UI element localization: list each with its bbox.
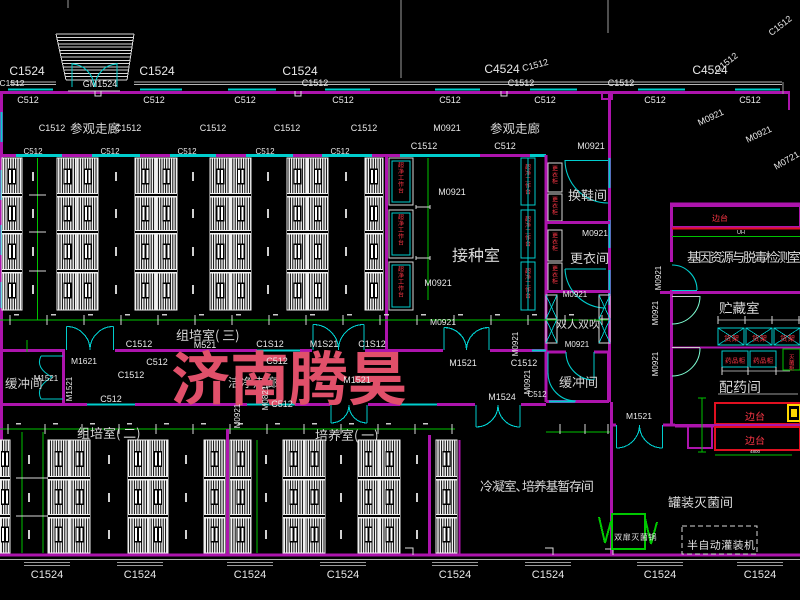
svg-text:C1512: C1512: [508, 78, 535, 88]
svg-text:M1521: M1521: [34, 374, 59, 383]
svg-text:C512: C512: [234, 95, 256, 105]
svg-text:M1521: M1521: [65, 376, 74, 401]
svg-text:M0921: M0921: [430, 317, 456, 327]
svg-text:C1524: C1524: [234, 569, 266, 581]
svg-text:C1512: C1512: [115, 123, 142, 133]
svg-text:C1512: C1512: [511, 358, 538, 368]
svg-text:M0921: M0921: [424, 278, 452, 288]
svg-text:M0921: M0921: [651, 351, 660, 376]
svg-text:C1512: C1512: [118, 370, 145, 380]
svg-text:C1512: C1512: [608, 78, 635, 88]
svg-text:C1512: C1512: [200, 123, 227, 133]
svg-text:C1524: C1524: [9, 64, 45, 78]
svg-text:M521: M521: [194, 340, 217, 350]
svg-text:C1S12: C1S12: [358, 339, 386, 349]
svg-text:M0921: M0921: [438, 187, 466, 197]
svg-text:C512: C512: [527, 390, 547, 399]
svg-text:M1524: M1524: [488, 392, 516, 402]
svg-text:C512: C512: [439, 95, 461, 105]
svg-text:UH: UH: [737, 230, 745, 236]
svg-text:C512: C512: [255, 147, 275, 156]
svg-text:M0921: M0921: [233, 403, 242, 428]
svg-text:M1521: M1521: [449, 358, 477, 368]
svg-text:C1524: C1524: [124, 569, 156, 581]
svg-text:C1524: C1524: [139, 64, 175, 78]
svg-text:C1524: C1524: [439, 569, 471, 581]
svg-text:C1524: C1524: [744, 569, 776, 581]
svg-text:C512: C512: [739, 95, 761, 105]
svg-text:C1524: C1524: [282, 64, 318, 78]
svg-text:C1524: C1524: [532, 569, 564, 581]
svg-text:C1512: C1512: [411, 141, 438, 151]
svg-text:C1512: C1512: [39, 123, 66, 133]
svg-text:C1512: C1512: [0, 78, 25, 88]
svg-text:4800: 4800: [750, 449, 761, 454]
svg-text:C1512: C1512: [302, 78, 329, 88]
svg-text:M1621: M1621: [71, 356, 97, 366]
svg-text:C1S12: C1S12: [256, 339, 284, 349]
svg-text:M1S21: M1S21: [310, 339, 339, 349]
svg-text:M0921: M0921: [577, 141, 605, 151]
svg-text:C4524: C4524: [692, 63, 728, 77]
svg-text:C1512: C1512: [126, 339, 153, 349]
svg-text:C512: C512: [644, 95, 666, 105]
svg-text:C1524: C1524: [31, 569, 63, 581]
svg-text:C1524: C1524: [327, 569, 359, 581]
svg-text:C512: C512: [146, 357, 168, 367]
svg-text:C1512: C1512: [274, 123, 301, 133]
svg-text:C512: C512: [177, 147, 197, 156]
svg-text:M0921: M0921: [433, 123, 461, 133]
svg-text:C512: C512: [23, 147, 43, 156]
svg-text:C512: C512: [100, 147, 120, 156]
svg-text:M1521: M1521: [626, 411, 652, 421]
svg-text:C512: C512: [143, 95, 165, 105]
svg-text:C512: C512: [271, 399, 293, 409]
svg-text:GM1524: GM1524: [83, 79, 118, 89]
svg-text:M0921: M0921: [511, 331, 520, 356]
svg-text:M0921: M0921: [654, 265, 663, 290]
svg-text:C512: C512: [266, 356, 288, 366]
svg-text:C512: C512: [17, 95, 39, 105]
svg-text:M0921: M0921: [523, 369, 532, 394]
svg-text:M1521: M1521: [343, 375, 371, 385]
svg-text:M0921: M0921: [582, 228, 608, 238]
svg-text:M0821: M0821: [261, 385, 270, 410]
svg-text:C512: C512: [330, 147, 350, 156]
svg-text:M0921: M0921: [565, 340, 590, 349]
svg-text:M0921: M0921: [563, 290, 588, 299]
svg-text:C512: C512: [332, 95, 354, 105]
svg-text:M0921: M0921: [651, 300, 660, 325]
svg-text:C1524: C1524: [644, 569, 676, 581]
svg-text:C4524: C4524: [484, 62, 520, 76]
svg-text:C512: C512: [494, 141, 516, 151]
svg-text:C512: C512: [100, 394, 122, 404]
svg-text:C1512: C1512: [351, 123, 378, 133]
svg-text:C512: C512: [534, 95, 556, 105]
